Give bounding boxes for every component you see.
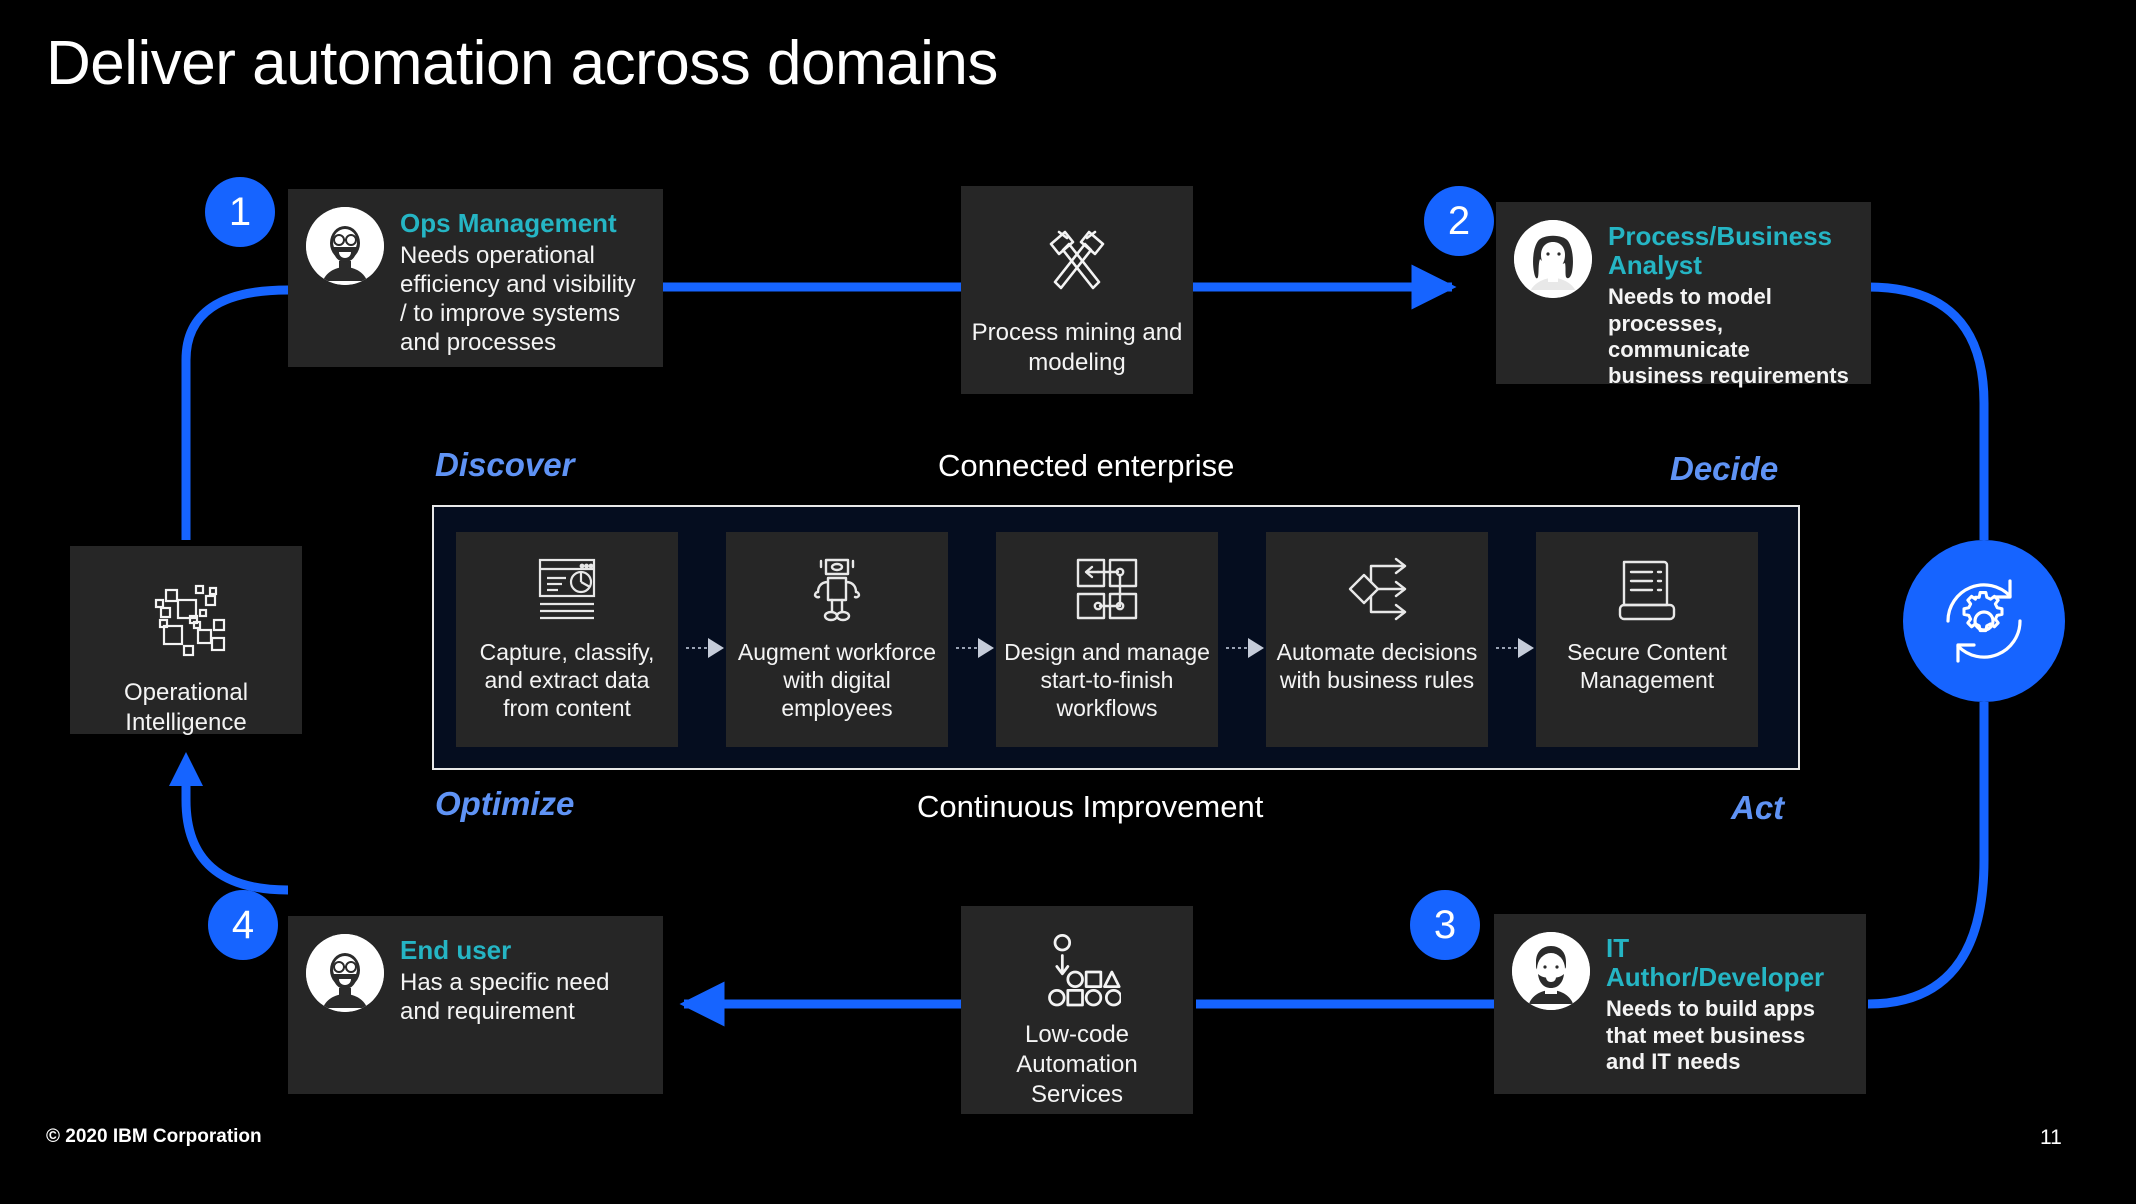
- persona-role: IT Author/Developer: [1606, 933, 1825, 993]
- capability-augment-workforce[interactable]: Augment workforce with digital employees: [726, 532, 948, 747]
- capability-label: Automate decisions with business rules: [1276, 639, 1478, 694]
- capability-design-manage-workflows[interactable]: Design and manage start-to-finish workfl…: [996, 532, 1218, 747]
- footer-copyright: © 2020 IBM Corporation: [46, 1126, 262, 1147]
- persona-card-it-author-developer[interactable]: IT Author/Developer Needs to build apps …: [1494, 914, 1866, 1094]
- connector-arrow-up-opsintel: [169, 752, 203, 786]
- avatar-bearded-man-glasses-icon: [306, 934, 384, 1012]
- persona-badge-1: 1: [205, 177, 275, 247]
- persona-badge-2: 2: [1424, 186, 1494, 256]
- persona-description: Has a specific need and requirement: [400, 969, 610, 1025]
- page-title: Deliver automation across domains: [46, 29, 998, 98]
- connector-loop-to-developer: [1867, 702, 1989, 1009]
- persona-card-process-business-analyst[interactable]: Process/Business Analyst Needs to model …: [1496, 202, 1871, 388]
- persona-text-block: Process/Business Analyst Needs to model …: [1608, 220, 1851, 390]
- capability-capture-classify-extract[interactable]: Capture, classify, and extract data from…: [456, 532, 678, 747]
- persona-text-block: End user Has a specific need and require…: [400, 934, 643, 1027]
- gear-refresh-loop-icon: [1932, 569, 2036, 673]
- persona-text-block: IT Author/Developer Needs to build apps …: [1606, 932, 1846, 1075]
- persona-description: Needs to build apps that meet business a…: [1606, 996, 1816, 1074]
- persona-badge-3: 3: [1410, 890, 1480, 960]
- stage-label-act: Act: [1731, 789, 1785, 826]
- capability-label: Capture, classify, and extract data from…: [479, 639, 655, 722]
- persona-role: Process/Business Analyst: [1608, 221, 1833, 281]
- workflow-grid-icon: [1068, 550, 1146, 628]
- capability-label: Design and manage start-to-finish workfl…: [1004, 639, 1210, 722]
- tile-operational-intelligence[interactable]: Operational Intelligence: [70, 546, 302, 736]
- connector-enduser-to-opsintel: [181, 780, 289, 895]
- connected-enterprise-panel: Capture, classify, and extract data from…: [432, 505, 1800, 770]
- continuous-loop-badge[interactable]: [1903, 540, 2065, 702]
- scattered-squares-icon: [138, 572, 234, 668]
- persona-role: End user: [400, 935, 512, 965]
- tile-label: Process mining and modeling: [971, 319, 1183, 376]
- capability-arrow-2: [956, 635, 996, 661]
- center-label-connected-enterprise: Connected enterprise: [938, 448, 1235, 483]
- connector-opsintel-to-ops: [181, 285, 289, 540]
- tile-low-code-automation[interactable]: Low-code Automation Services: [961, 906, 1193, 1114]
- persona-description: Needs operational efficiency and visibil…: [400, 242, 636, 356]
- tile-process-mining[interactable]: Process mining and modeling: [961, 186, 1193, 394]
- persona-text-block: Ops Management Needs operational efficie…: [400, 207, 643, 357]
- footer-page-number: 11: [2040, 1126, 2062, 1149]
- capability-label: Secure Content Management: [1567, 639, 1727, 694]
- robot-icon: [798, 550, 876, 628]
- stage-label-decide: Decide: [1670, 450, 1779, 487]
- tile-label: Operational Intelligence: [123, 679, 249, 736]
- persona-card-ops-management[interactable]: Ops Management Needs operational efficie…: [288, 189, 663, 367]
- tile-label: Low-code Automation Services: [1016, 1021, 1138, 1108]
- persona-badge-4: 4: [208, 890, 278, 960]
- document-analytics-icon: [528, 550, 606, 628]
- crossed-hammers-icon: [1029, 212, 1125, 308]
- persona-description: Needs to model processes, communicate bu…: [1608, 284, 1849, 389]
- capability-automate-decisions[interactable]: Automate decisions with business rules: [1266, 532, 1488, 747]
- document-scroll-icon: [1608, 550, 1686, 628]
- avatar-bearded-man-icon: [1512, 932, 1590, 1010]
- persona-role: Ops Management: [400, 208, 617, 238]
- stage-label-optimize: Optimize: [435, 785, 575, 822]
- decision-arrows-icon: [1338, 550, 1416, 628]
- capability-arrow-1: [686, 635, 726, 661]
- center-label-continuous-improvement: Continuous Improvement: [917, 789, 1264, 824]
- capability-secure-content-management[interactable]: Secure Content Management: [1536, 532, 1758, 747]
- connector-analyst-to-loop: [1867, 282, 1989, 540]
- capability-label: Augment workforce with digital employees: [737, 639, 937, 722]
- stage-label-discover: Discover: [435, 446, 575, 483]
- shapes-flow-icon: [1033, 928, 1121, 1016]
- capability-arrow-3: [1226, 635, 1266, 661]
- avatar-bearded-man-glasses-icon: [306, 207, 384, 285]
- persona-card-end-user[interactable]: End user Has a specific need and require…: [288, 916, 663, 1094]
- capability-arrow-4: [1496, 635, 1536, 661]
- avatar-woman-long-hair-icon: [1514, 220, 1592, 298]
